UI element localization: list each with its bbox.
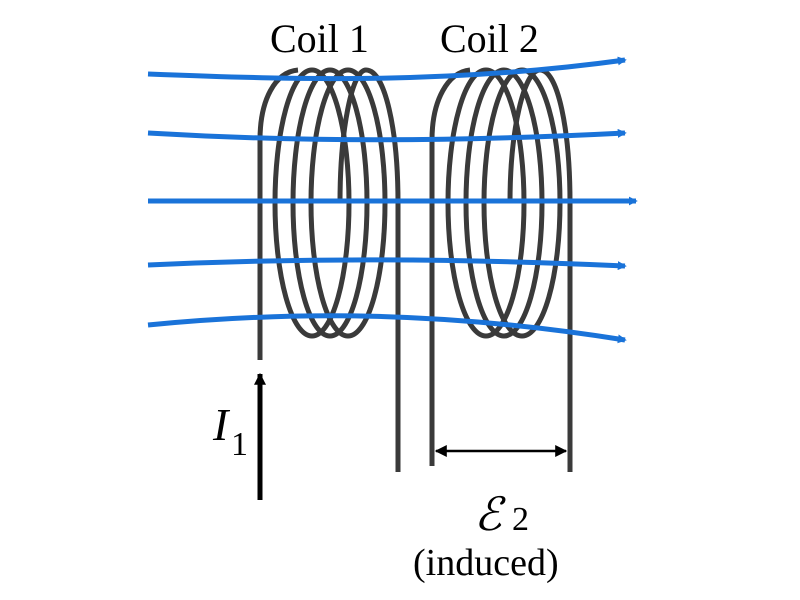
field-line <box>147 56 627 82</box>
field-line <box>147 257 627 271</box>
current-subscript: 1 <box>231 426 248 463</box>
coil-1-turn <box>337 67 401 472</box>
emf-symbol: ℰ <box>474 489 506 540</box>
emf-note: (induced) <box>413 542 559 584</box>
field-line <box>147 128 627 143</box>
field-line <box>147 313 627 344</box>
emf-subscript: 2 <box>512 501 529 538</box>
coil-1 <box>257 67 401 472</box>
emf-label: ℰ 2 (induced) <box>413 489 559 584</box>
current-label: I 1 <box>212 399 248 463</box>
coil-1-label: Coil 1 <box>270 16 369 61</box>
coil-2-label: Coil 2 <box>440 16 539 61</box>
coil-2 <box>429 67 573 472</box>
current-symbol: I <box>212 399 231 450</box>
field-lines <box>147 56 638 344</box>
